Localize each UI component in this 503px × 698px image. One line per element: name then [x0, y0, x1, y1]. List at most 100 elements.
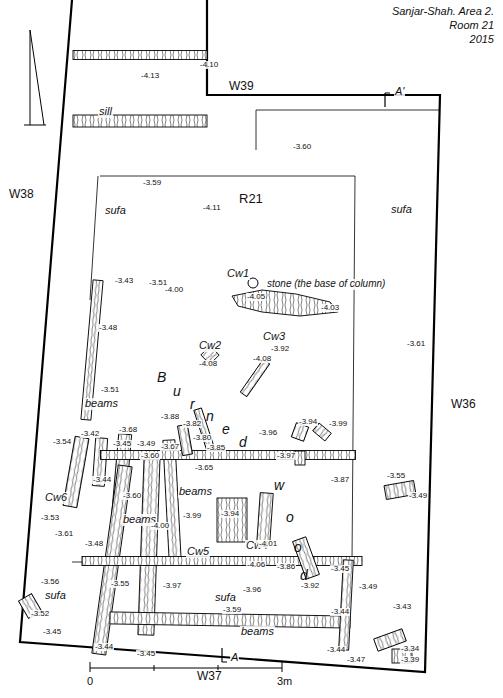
- elevation-mark: -4.10: [199, 61, 219, 69]
- elevation-mark: -3.55: [110, 580, 130, 588]
- elevation-mark: -3.97: [276, 452, 296, 460]
- wall-label: A: [230, 652, 239, 664]
- elevation-mark: -3.56: [40, 578, 60, 586]
- elevation-mark: -4.00: [150, 522, 170, 530]
- elevation-mark: -3.94: [298, 418, 318, 426]
- elevation-mark: -3.45: [330, 565, 350, 573]
- elevation-mark: -4.13: [140, 72, 160, 80]
- scale-bar: [90, 662, 282, 672]
- feature-label: Cw5: [186, 546, 210, 558]
- elevation-mark: -3.44: [94, 643, 114, 651]
- elevation-mark: -3.44: [92, 476, 112, 484]
- elevation-mark: -3.44: [330, 608, 350, 616]
- area-letter: u: [173, 384, 181, 398]
- area-letter: d: [300, 568, 308, 582]
- feature-label: beams: [178, 486, 213, 498]
- area-letter: o: [294, 540, 302, 554]
- elevation-mark: -3.55: [386, 472, 406, 480]
- north-arrow: [24, 30, 46, 125]
- feature-label: sill: [98, 106, 113, 118]
- feature-label: sufa: [104, 205, 127, 217]
- plan-title: 2015: [469, 34, 495, 46]
- area-letter: o: [286, 510, 294, 524]
- elevation-mark: -3.45: [112, 440, 132, 448]
- area-letter: w: [274, 478, 284, 492]
- elevation-mark: -3.43: [114, 277, 134, 285]
- feature-label: sufa: [214, 592, 237, 604]
- elevation-mark: -4.03: [320, 304, 340, 312]
- elevation-mark: -3.51: [100, 386, 120, 394]
- elevation-mark: -3.43: [392, 603, 412, 611]
- elevation-mark: -4.08: [252, 355, 272, 363]
- wall-label: A': [394, 86, 405, 98]
- feature-label: Cw1: [226, 268, 250, 280]
- elevation-mark: -3.49: [408, 492, 428, 500]
- feature-label: beams: [84, 398, 119, 410]
- area-letter: B: [157, 370, 166, 384]
- elevation-mark: -3.82: [182, 420, 202, 428]
- elevation-mark: -3.92: [300, 582, 320, 590]
- area-letter: r: [190, 397, 195, 411]
- elevation-mark: -3.34: [400, 645, 420, 653]
- wall-label: R21: [238, 192, 264, 206]
- wood-beam: [295, 451, 305, 465]
- elevation-mark: -3.61: [54, 530, 74, 538]
- wall-label: W39: [228, 80, 255, 93]
- area-letter: n: [206, 409, 214, 423]
- area-letter: e: [222, 422, 230, 436]
- wood-beam: [138, 455, 160, 635]
- elevation-mark: -3.68: [118, 426, 138, 434]
- scale-number: 3m: [276, 676, 293, 688]
- feature-label: Cw2: [198, 340, 222, 352]
- elevation-mark: -3.86: [276, 563, 296, 571]
- wood-beam: [101, 451, 356, 460]
- elevation-mark: -3.65: [194, 464, 214, 472]
- wood-beams: [19, 51, 416, 664]
- elevation-mark: -3.48: [98, 324, 118, 332]
- elevation-mark: -3.45: [42, 628, 62, 636]
- elevation-mark: -3.44: [326, 646, 346, 654]
- elevation-mark: -3.88: [160, 413, 180, 421]
- elevation-mark: -4.11: [202, 204, 222, 212]
- elevation-mark: -4.08: [198, 360, 218, 368]
- elevation-mark: -3.53: [40, 514, 60, 522]
- elevation-mark: -4.06: [246, 561, 266, 569]
- elevation-mark: -4.01: [258, 540, 278, 548]
- wood-beam: [257, 493, 273, 544]
- elevation-mark: -3.61: [406, 340, 426, 348]
- elevation-mark: -3.85: [206, 444, 226, 452]
- section-mark: [222, 93, 390, 662]
- elevation-mark: -3.42: [80, 430, 100, 438]
- elevation-mark: -3.80: [192, 434, 212, 442]
- elevation-mark: -4.05: [246, 293, 266, 301]
- elevation-mark: -3.47: [346, 656, 366, 664]
- elevation-mark: -3.51: [148, 279, 168, 287]
- elevation-mark: -3.59: [142, 179, 162, 187]
- area-letter: d: [239, 435, 247, 449]
- wall-label: W38: [8, 188, 35, 201]
- elevation-mark: -3.54: [52, 438, 72, 446]
- elevation-mark: -3.96: [258, 429, 278, 437]
- elevation-mark: -3.39: [400, 656, 420, 664]
- feature-label: Cw6: [44, 492, 68, 504]
- elevation-mark: -3.67: [160, 443, 180, 451]
- plan-title: Room 21: [448, 20, 495, 32]
- wood-beam: [73, 51, 207, 60]
- elevation-mark: -3.52: [30, 610, 50, 618]
- elevation-mark: -3.49: [358, 583, 378, 591]
- feature-label: Cw3: [262, 331, 286, 343]
- elevation-mark: -3.60: [292, 143, 312, 151]
- wall-label: W37: [196, 670, 223, 683]
- elevation-mark: -3.96: [242, 586, 262, 594]
- wood-beam: [217, 498, 247, 542]
- wall-label: W36: [450, 398, 477, 411]
- elevation-mark: -3.59: [222, 606, 242, 614]
- wood-beam: [73, 115, 207, 127]
- feature-label: stone (the base of column): [266, 279, 386, 290]
- elevation-mark: -3.97: [162, 582, 182, 590]
- feature-label: sufa: [390, 204, 413, 216]
- elevation-mark: -3.92: [270, 345, 290, 353]
- elevation-mark: -3.87: [330, 476, 350, 484]
- elevation-mark: -3.60: [140, 452, 160, 460]
- feature-label: beams: [240, 626, 275, 638]
